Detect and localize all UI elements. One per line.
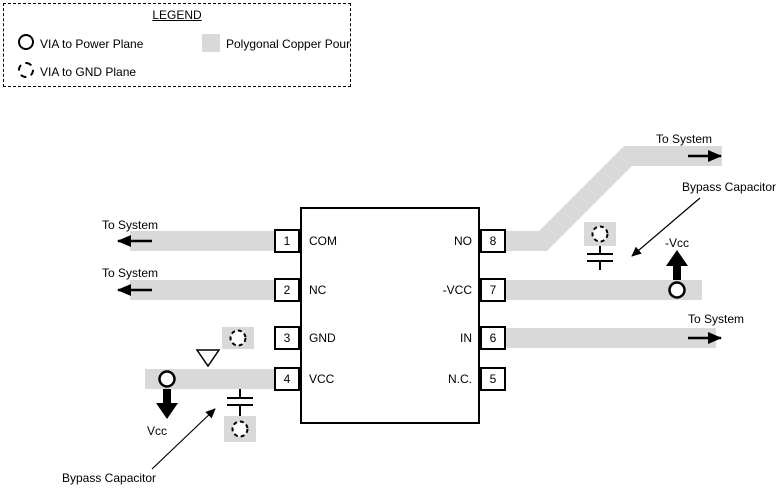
vcc-power-arrow-icon	[156, 389, 178, 419]
pin-label-gnd: GND	[309, 331, 336, 345]
to-system-label-no: To System	[656, 132, 713, 146]
ic-body	[300, 207, 480, 424]
pin-number-4: 4	[283, 372, 291, 386]
pin-label-nc: NC	[309, 283, 327, 297]
via-power-icon-nvcc-trace	[668, 281, 686, 299]
copper-trace-in	[506, 328, 716, 348]
legend-label-copper-pour: Polygonal Copper Pour	[226, 37, 351, 51]
copper-trace-com	[130, 231, 274, 251]
legend-label-via-power: VIA to Power Plane	[40, 37, 144, 51]
pin-label-nc5: N.C.	[448, 372, 472, 386]
pin-label-in: IN	[460, 331, 472, 345]
pin-box-4: 4	[274, 367, 300, 391]
pin-number-6: 6	[489, 331, 497, 345]
pin-box-5: 5	[480, 367, 506, 391]
via-power-icon-vcc-trace	[158, 370, 176, 388]
pin-label-vcc: VCC	[309, 372, 335, 386]
bypass-capacitor-label-top: Bypass Capacitor	[682, 180, 777, 194]
neg-vcc-label: -Vcc	[665, 236, 689, 250]
via-gnd-icon-bypass-top	[591, 225, 609, 243]
bypass-callout-arrow-bottom	[151, 408, 216, 470]
copper-trace-nc	[130, 280, 274, 300]
pin-box-3: 3	[274, 326, 300, 350]
pin-box-7: 7	[480, 278, 506, 302]
pin-number-2: 2	[283, 283, 291, 297]
pin-box-8: 8	[480, 229, 506, 253]
pin-box-1: 1	[274, 229, 300, 253]
pin-number-8: 8	[489, 234, 497, 248]
copper-pour-icon	[202, 34, 220, 52]
via-gnd-icon-bypass-bottom	[231, 420, 249, 438]
copper-trace-no	[506, 146, 722, 251]
pin-label-no: NO	[454, 234, 472, 248]
nvcc-power-arrow-icon	[666, 250, 688, 280]
to-system-label-com: To System	[102, 218, 159, 232]
pin-box-2: 2	[274, 278, 300, 302]
bypass-capacitor-label-bottom: Bypass Capacitor	[62, 471, 157, 485]
pin-box-6: 6	[480, 326, 506, 350]
copper-trace-vcc	[145, 369, 274, 389]
pin-label-com: COM	[309, 234, 337, 248]
via-power-icon	[18, 34, 34, 50]
ground-symbol-icon	[195, 349, 221, 368]
pin-number-7: 7	[489, 283, 497, 297]
bypass-callout-arrow-top	[631, 197, 701, 257]
via-gnd-icon-pin3	[229, 329, 247, 347]
via-gnd-icon	[18, 62, 34, 78]
pin-number-5: 5	[489, 372, 497, 386]
legend: LEGEND VIA to Power Plane VIA to GND Pla…	[3, 3, 351, 87]
legend-title: LEGEND	[152, 8, 202, 22]
pin-number-3: 3	[283, 331, 291, 345]
vcc-label: Vcc	[147, 424, 168, 438]
to-system-label-nc: To System	[102, 266, 159, 280]
copper-trace-nvcc	[506, 280, 702, 300]
bypass-capacitor-symbol-bottom	[227, 389, 253, 416]
to-system-label-in: To System	[688, 312, 745, 326]
legend-label-via-gnd: VIA to GND Plane	[40, 65, 137, 79]
bypass-capacitor-symbol-top	[587, 246, 613, 270]
pin-number-1: 1	[283, 234, 291, 248]
pin-label-nvcc: -VCC	[442, 283, 472, 297]
